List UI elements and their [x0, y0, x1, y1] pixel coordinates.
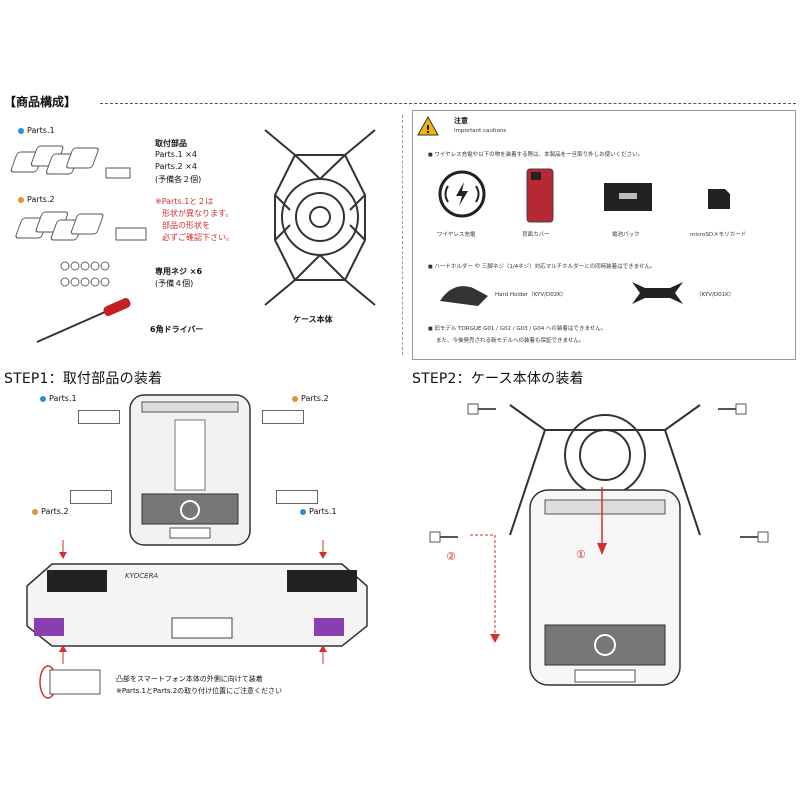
caution-box [412, 110, 796, 360]
caution-title: 注意 [454, 117, 468, 125]
caution-line1: ワイヤレス充電や以下の物を装着する際は、本製品を一旦取り外しお使いください。 [428, 150, 643, 158]
kit-line3: (予備各２個) [155, 175, 202, 184]
hard-holder-icon [440, 286, 488, 306]
screw-title: 専用ネジ ×6 [155, 267, 203, 276]
screw-icon [429, 531, 458, 543]
blue-dot-icon [18, 127, 24, 134]
caution-item-2: 背面カバー [522, 232, 550, 238]
step1-parts2-mid: Parts.2 [32, 507, 69, 516]
blue-dot-icon [300, 508, 306, 515]
parts2-chip [262, 410, 304, 424]
screw-icon [467, 403, 496, 415]
marker-1: ① [576, 548, 586, 561]
warning-icon: ! [417, 115, 439, 136]
caution-line2: ハードホルダー や 三脚ネジ（1/4ネジ）対応マルチホルダーとの同時装着はできま… [428, 262, 655, 270]
microsd-card-icon [708, 189, 730, 209]
step1-note2: ※Parts.1とParts.2の取り付け位置にご注意ください [116, 687, 283, 695]
arrow-down-icon [59, 540, 67, 559]
orange-dot-icon [32, 508, 38, 515]
back-cover-icon [526, 168, 554, 223]
caution-item-3: 電池パック [612, 232, 640, 238]
step2-title: STEP2：ケース本体の装着 [412, 371, 584, 387]
phone-back-illustration [129, 394, 251, 546]
screw-sub: (予備４個) [155, 279, 194, 288]
multi-holder-icon [632, 282, 683, 304]
driver-label: 6角ドライバー [150, 325, 204, 334]
arrow-down-icon [597, 487, 607, 555]
wireless-charge-icon [438, 170, 486, 218]
kit-note3: 部品の形状を [162, 221, 210, 230]
parts2-illustration [15, 211, 147, 241]
parts1-illustration [10, 145, 131, 179]
case-mounting-illustration [509, 404, 701, 686]
phone-side-illustration [26, 563, 368, 647]
parts1-chip [78, 410, 120, 424]
blue-dot-icon [40, 395, 46, 402]
orange-dot-icon [18, 196, 24, 203]
caution-item-1: ワイヤレス充電 [437, 232, 476, 238]
kit-note1: ※Parts.1と２は [155, 197, 214, 206]
caution-subtitle: Important cautions [454, 128, 507, 134]
caution-line4: また、今後発売される新モデルへの装着も保証できません。 [436, 338, 585, 344]
step1-title: STEP1：取付部品の装着 [4, 371, 163, 387]
part-orientation-icon [39, 665, 101, 699]
parts1-label: Parts.1 [18, 126, 55, 135]
caution-item-4: microSDメモリカード [690, 232, 747, 238]
vertical-divider [402, 115, 403, 355]
step1-parts1-top: Parts.1 [40, 394, 77, 403]
screw-icon [740, 531, 769, 543]
section-divider [100, 103, 796, 104]
kit-note2: 形状が異なります。 [162, 209, 234, 218]
phone-brand: KYOCERA [125, 572, 159, 580]
hex-driver-icon [36, 298, 131, 343]
parts2-label: Parts.2 [18, 195, 55, 204]
holder1-label: Hard Holder（KYV/D02K） [495, 292, 567, 298]
parts2-chip [70, 490, 112, 504]
caution-line3: 旧モデル TORGUE G01 / G02 / G03 / G04 への装着はで… [428, 324, 606, 332]
screws-illustration [60, 261, 110, 287]
kit-note4: 必ずご確認下さい。 [162, 233, 234, 242]
section-title: 【商品構成】 [4, 95, 77, 109]
step1-parts2-top: Parts.2 [292, 394, 329, 403]
marker-2: ② [446, 550, 456, 563]
case-body-illustration [264, 129, 376, 306]
kit-line2: Parts.2 ×4 [155, 162, 197, 171]
case-label: ケース本体 [293, 315, 333, 324]
kit-title: 取付部品 [155, 139, 187, 148]
dashed-arrow-icon [470, 534, 500, 643]
orange-dot-icon [292, 395, 298, 402]
arrow-up-icon [319, 645, 327, 664]
arrow-down-icon [319, 540, 327, 559]
parts1-chip [276, 490, 318, 504]
step1-note1: 凸部をスマートフォン本体の外側に向けて装着 [116, 675, 263, 683]
arrow-up-icon [59, 645, 67, 664]
screw-icon [718, 403, 747, 415]
step1-parts1-mid: Parts.1 [300, 507, 337, 516]
kit-line1: Parts.1 ×4 [155, 150, 197, 159]
holder2-label: （KYV/D01K） [696, 292, 735, 298]
battery-pack-icon [604, 183, 652, 211]
svg-text:!: ! [425, 123, 430, 136]
